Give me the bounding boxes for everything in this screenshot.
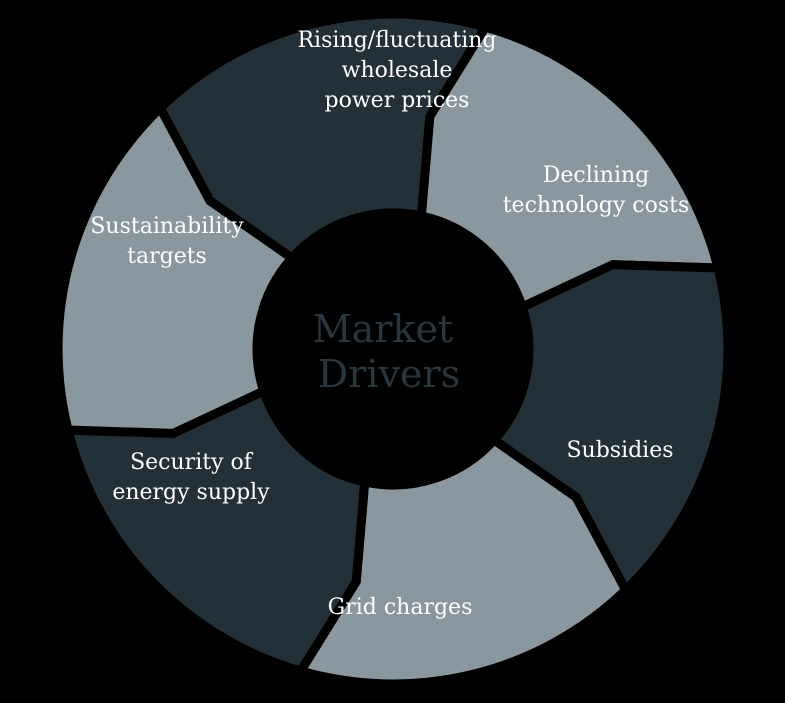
segment-rising-prices xyxy=(416,21,724,314)
segment-sustainability-targets xyxy=(154,9,493,264)
cycle-segments xyxy=(53,9,733,689)
label-declining-costs-line-0: Declining xyxy=(543,163,650,188)
label-subsidies: Subsidies xyxy=(566,438,673,463)
segment-subsidies xyxy=(293,434,632,689)
label-sustainability-targets-line-0: Sustainability xyxy=(90,214,244,239)
center-title: Market Drivers xyxy=(313,307,466,396)
label-grid-charges-line-0: Grid charges xyxy=(328,595,473,620)
center-title-line-drivers: Drivers xyxy=(318,352,460,396)
label-security-supply-line-0: Security of xyxy=(130,450,254,475)
center-hole xyxy=(260,216,526,482)
label-security-supply-line-1: energy supply xyxy=(112,480,270,505)
label-sustainability-targets-line-1: targets xyxy=(127,244,207,269)
label-declining-costs: Declining technology costs xyxy=(503,163,690,218)
label-rising-prices-line-2: power prices xyxy=(325,88,470,113)
label-rising-prices: Rising/fluctuating wholesale power prices xyxy=(297,28,496,113)
label-security-supply: Security of energy supply xyxy=(112,450,270,505)
label-subsidies-line-0: Subsidies xyxy=(566,438,673,463)
segment-grid-charges xyxy=(62,384,370,677)
label-sustainability-targets: Sustainability targets xyxy=(90,214,244,269)
center-title-line-market: Market xyxy=(313,307,454,351)
label-declining-costs-line-1: technology costs xyxy=(503,193,690,218)
segment-labels: Rising/fluctuating wholesale power pricesD… xyxy=(90,28,689,620)
label-grid-charges: Grid charges xyxy=(328,595,473,620)
label-rising-prices-line-1: wholesale xyxy=(342,58,453,83)
label-rising-prices-line-0: Rising/fluctuating xyxy=(297,28,496,53)
segment-security-supply xyxy=(53,100,299,438)
segment-declining-costs xyxy=(487,260,733,598)
